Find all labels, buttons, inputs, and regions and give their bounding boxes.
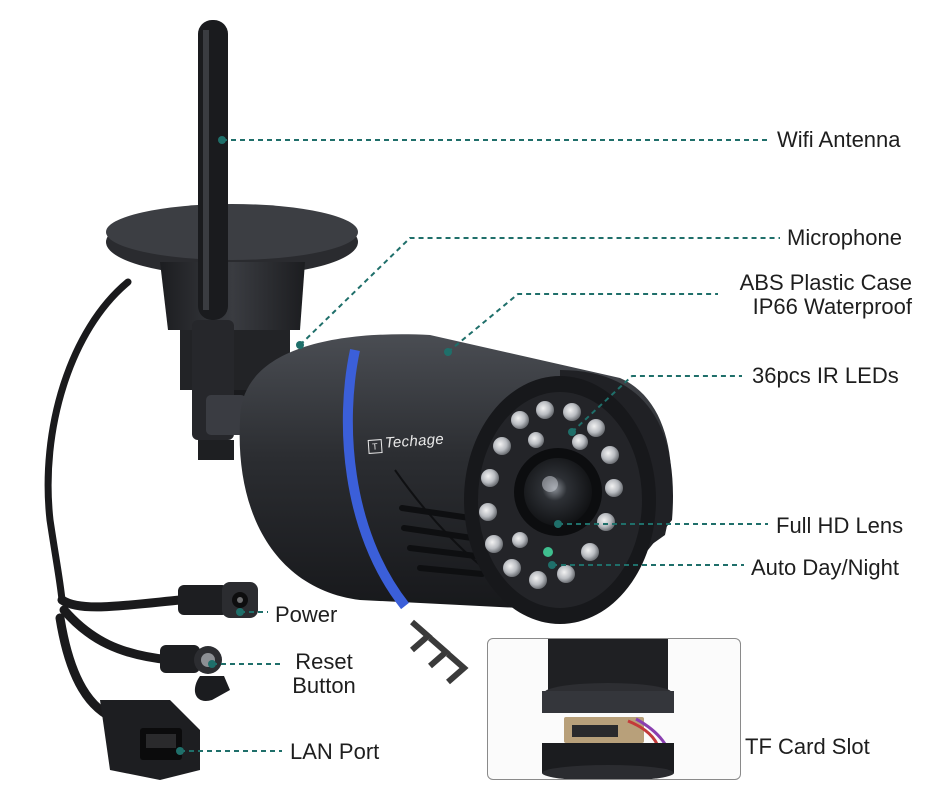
ir-led-ring <box>479 401 623 589</box>
callout-lan: LAN Port <box>290 739 380 764</box>
callout-case-line1: ABS Plastic Case <box>739 270 912 295</box>
camera-body <box>239 334 674 624</box>
callout-ir-leds: 36pcs IR LEDs <box>752 363 899 388</box>
reset-connector <box>160 645 230 701</box>
callout-case: ABS Plastic Case IP66 Waterproof <box>740 271 912 319</box>
tf-card-inset <box>487 638 741 780</box>
callout-tf-card: TF Card Slot <box>745 734 870 759</box>
callout-power: Power <box>275 602 338 627</box>
tf-card-closeup <box>542 639 674 779</box>
callout-reset-line2: Button <box>292 673 356 698</box>
callout-reset-line1: Reset <box>295 649 353 674</box>
lan-connector <box>100 700 200 780</box>
logo-mark-icon: T <box>367 439 383 454</box>
arrow-right-icon <box>410 619 469 685</box>
lens <box>514 448 602 557</box>
wifi-antenna <box>192 20 246 460</box>
callout-day-night: Auto Day/Night <box>751 555 899 580</box>
callout-case-line2: IP66 Waterproof <box>752 294 912 319</box>
power-connector <box>178 582 258 618</box>
callout-wifi-antenna: Wifi Antenna <box>777 127 901 152</box>
brand-text: Techage <box>384 430 445 452</box>
callout-reset: Reset Button <box>286 650 362 698</box>
callout-microphone: Microphone <box>787 225 902 250</box>
callout-lens: Full HD Lens <box>776 513 904 538</box>
